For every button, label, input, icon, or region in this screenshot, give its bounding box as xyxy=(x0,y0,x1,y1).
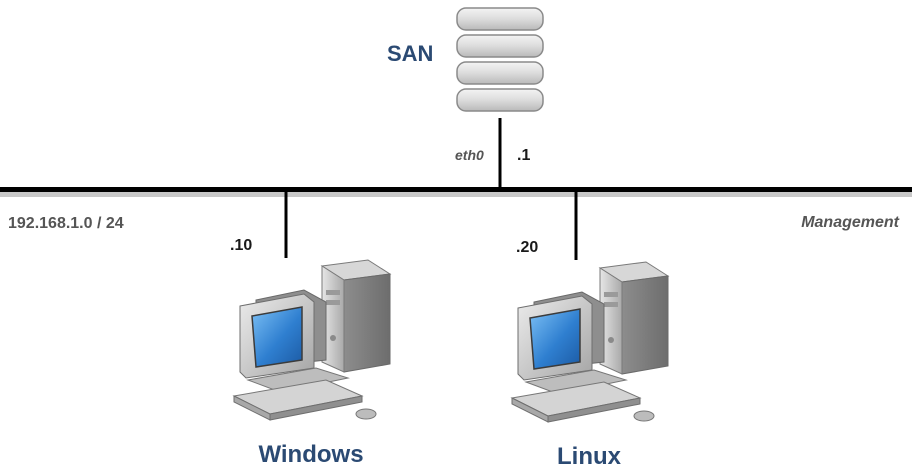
windows-address: .10 xyxy=(230,237,252,254)
network-line-shadow xyxy=(0,192,912,197)
linux-computer-icon[interactable] xyxy=(511,261,669,423)
windows-label: Windows xyxy=(258,441,363,468)
san-label: SAN xyxy=(387,41,433,66)
linux-address: .20 xyxy=(516,239,538,256)
network-name-label: Management xyxy=(801,214,899,231)
subnet-label: 192.168.1.0 / 24 xyxy=(8,215,124,232)
network-line xyxy=(0,187,912,192)
linux-label: Linux xyxy=(557,443,622,469)
san-interface-label: eth0 xyxy=(455,147,484,163)
storage-disk-stack-icon[interactable] xyxy=(456,7,544,112)
san-address: .1 xyxy=(517,147,530,164)
windows-computer-icon[interactable] xyxy=(233,259,391,421)
